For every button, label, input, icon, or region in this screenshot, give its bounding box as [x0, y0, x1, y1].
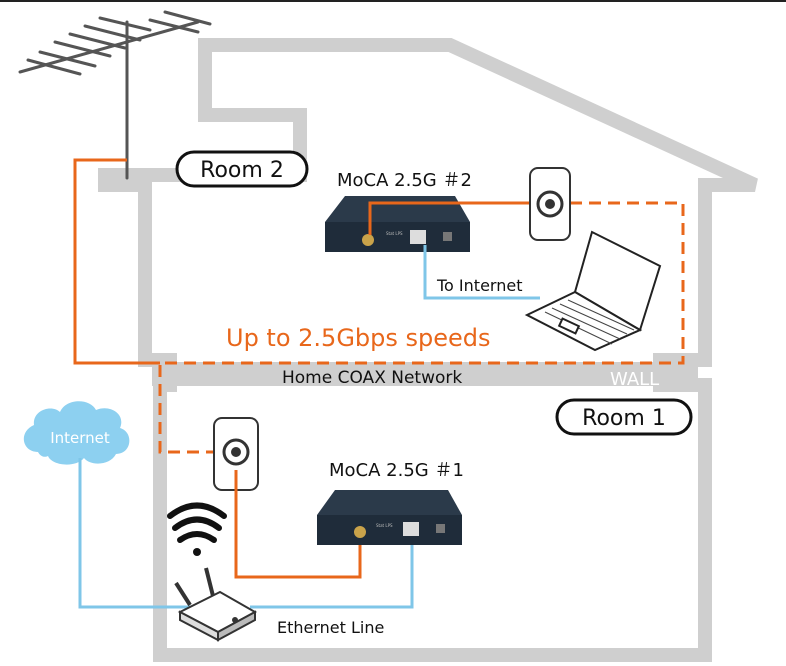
antenna-icon — [18, 10, 212, 180]
moca-1-title: MoCA 2.5G ＃1 — [329, 460, 464, 481]
internet-label: Internet — [50, 429, 110, 447]
to-internet-label: To Internet — [436, 276, 522, 295]
laptop-icon — [524, 230, 662, 352]
house-outline — [98, 38, 758, 662]
moca-2-title: MoCA 2.5G ＃2 — [337, 170, 472, 191]
coax-outlet-room2-icon — [529, 167, 571, 241]
room-2-text: Room 2 — [200, 158, 284, 183]
home-coax-network-dashed — [158, 201, 685, 454]
svg-text:Stat LPS: Stat LPS — [386, 231, 403, 236]
top-border — [0, 0, 786, 2]
moca-1-ethernet-line — [250, 538, 414, 609]
wireless-router-icon — [174, 567, 258, 642]
room-1-text: Room 1 — [582, 406, 666, 431]
moca-2-coax-line — [368, 201, 540, 235]
room-1-label: Room 1 — [555, 398, 693, 436]
wall-label: WALL — [610, 369, 659, 390]
moca-2-ethernet-line — [423, 245, 540, 300]
home-coax-label: Home COAX Network — [282, 368, 462, 388]
cloud-icon: Internet — [23, 401, 130, 465]
svg-text:Stat LPS: Stat LPS — [376, 523, 393, 528]
moca-1-coax-line — [234, 470, 362, 579]
wifi-signal-icon — [167, 502, 227, 556]
antenna-coax-line — [73, 158, 160, 365]
moca-1-device: Stat LPS — [317, 490, 462, 545]
floor-wall-band — [152, 362, 698, 386]
coax-outlet-room1-icon — [213, 417, 259, 491]
room-2-label: Room 2 — [175, 150, 309, 188]
internet-ethernet-line — [78, 458, 205, 609]
ethernet-line-label: Ethernet Line — [277, 618, 384, 637]
speed-label: Up to 2.5Gbps speeds — [226, 324, 491, 352]
